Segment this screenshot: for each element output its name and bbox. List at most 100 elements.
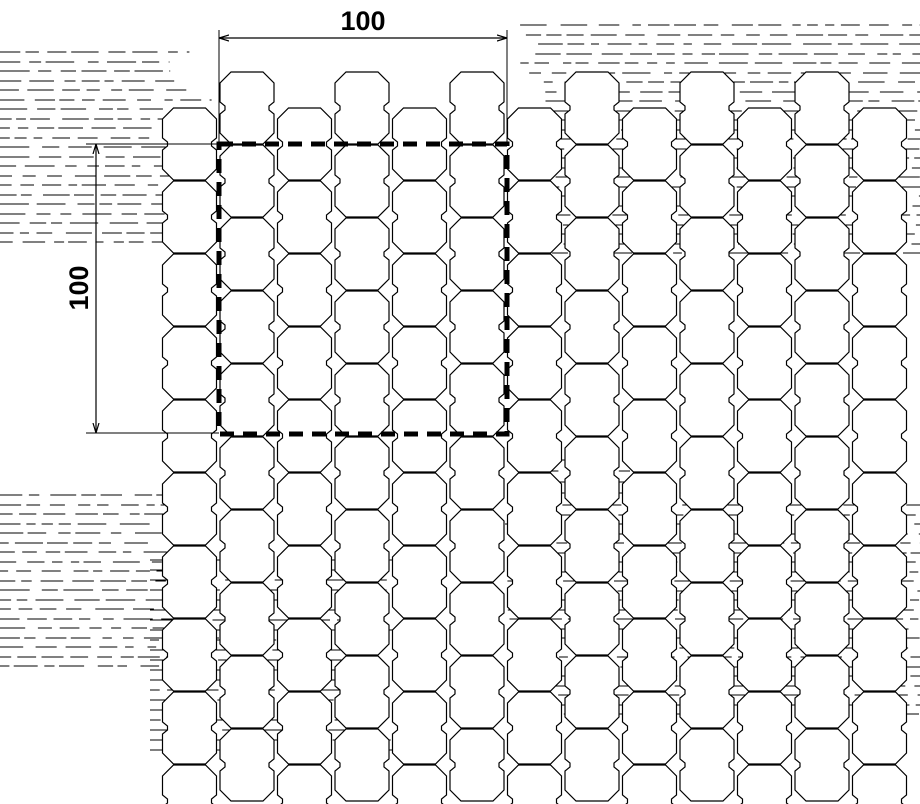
- paving-block: [449, 655, 505, 729]
- paving-block: [679, 217, 735, 291]
- paving-block: [161, 180, 218, 254]
- paving-block: [161, 545, 218, 619]
- paving-block: [391, 253, 448, 327]
- reference-square: [216, 141, 510, 437]
- paving-block: [334, 436, 390, 510]
- paving-block: [391, 691, 448, 765]
- paving-block: [679, 582, 735, 656]
- paving-block: [391, 399, 448, 473]
- paving-block: [851, 326, 908, 400]
- paving-block: [851, 253, 908, 327]
- paving-block: [679, 509, 735, 583]
- paving-block: [334, 71, 390, 145]
- paving-block-pattern: [161, 71, 908, 804]
- paving-block: [506, 691, 563, 765]
- paving-block: [679, 71, 735, 145]
- vertical-dimension: 100: [64, 143, 219, 434]
- paving-block: [564, 728, 620, 802]
- paving-block: [276, 691, 333, 765]
- paving-block: [564, 509, 620, 583]
- paving-block: [736, 326, 793, 400]
- paving-block: [679, 436, 735, 510]
- paving-block: [449, 144, 505, 218]
- paving-block: [449, 728, 505, 802]
- paving-block: [219, 655, 275, 729]
- paving-block: [851, 618, 908, 692]
- paving-block: [794, 290, 850, 364]
- paving-block: [621, 618, 678, 692]
- horizontal-dimension: 100: [218, 6, 508, 144]
- paving-block: [736, 253, 793, 327]
- paving-block: [794, 582, 850, 656]
- paving-block: [564, 144, 620, 218]
- paving-block: [219, 217, 275, 291]
- paving-block: [391, 764, 448, 804]
- paving-block: [449, 363, 505, 437]
- paving-block: [621, 253, 678, 327]
- paving-block: [391, 472, 448, 546]
- paving-block: [679, 290, 735, 364]
- paving-block: [161, 472, 218, 546]
- horizontal-dimension-label: 100: [340, 6, 385, 36]
- vertical-dimension-label: 100: [64, 265, 94, 310]
- paving-block: [334, 728, 390, 802]
- paving-block: [276, 253, 333, 327]
- paving-block: [276, 326, 333, 400]
- paving-block: [564, 363, 620, 437]
- paving-block: [506, 764, 563, 804]
- paving-block: [851, 180, 908, 254]
- paving-block: [621, 180, 678, 254]
- paving-block: [161, 253, 218, 327]
- paving-block: [334, 290, 390, 364]
- paving-block: [564, 436, 620, 510]
- paving-block: [334, 655, 390, 729]
- paving-block: [794, 217, 850, 291]
- paving-block: [621, 691, 678, 765]
- paving-block: [276, 764, 333, 804]
- paving-block: [161, 399, 218, 473]
- paving-block: [506, 253, 563, 327]
- paving-block: [391, 326, 448, 400]
- paving-block: [334, 144, 390, 218]
- paving-block: [851, 472, 908, 546]
- paving-block: [276, 180, 333, 254]
- paving-block: [506, 618, 563, 692]
- paving-block: [564, 71, 620, 145]
- paving-block: [276, 107, 333, 181]
- paving-block: [219, 290, 275, 364]
- paving-block: [564, 290, 620, 364]
- paving-block: [794, 655, 850, 729]
- paving-block: [564, 582, 620, 656]
- paving-block: [449, 71, 505, 145]
- paving-block: [506, 472, 563, 546]
- paving-block: [219, 144, 275, 218]
- paving-block: [391, 180, 448, 254]
- paving-block: [851, 545, 908, 619]
- paving-block: [219, 509, 275, 583]
- paving-block: [219, 436, 275, 510]
- paving-block: [621, 472, 678, 546]
- paving-block: [794, 144, 850, 218]
- paving-block: [679, 363, 735, 437]
- paving-block: [851, 107, 908, 181]
- paving-block: [276, 399, 333, 473]
- paving-block: [391, 545, 448, 619]
- paving-block: [506, 107, 563, 181]
- paving-block: [736, 691, 793, 765]
- paving-block: [219, 363, 275, 437]
- paving-block: [736, 764, 793, 804]
- paving-block: [621, 764, 678, 804]
- paving-block: [276, 618, 333, 692]
- paving-block: [449, 290, 505, 364]
- paving-block: [794, 509, 850, 583]
- paving-block: [621, 326, 678, 400]
- paving-block: [161, 618, 218, 692]
- paving-block: [161, 691, 218, 765]
- paving-block: [506, 180, 563, 254]
- paving-block: [334, 509, 390, 583]
- paving-block: [794, 363, 850, 437]
- paving-block: [334, 217, 390, 291]
- paving-block: [794, 71, 850, 145]
- paving-block: [736, 399, 793, 473]
- paving-block: [334, 363, 390, 437]
